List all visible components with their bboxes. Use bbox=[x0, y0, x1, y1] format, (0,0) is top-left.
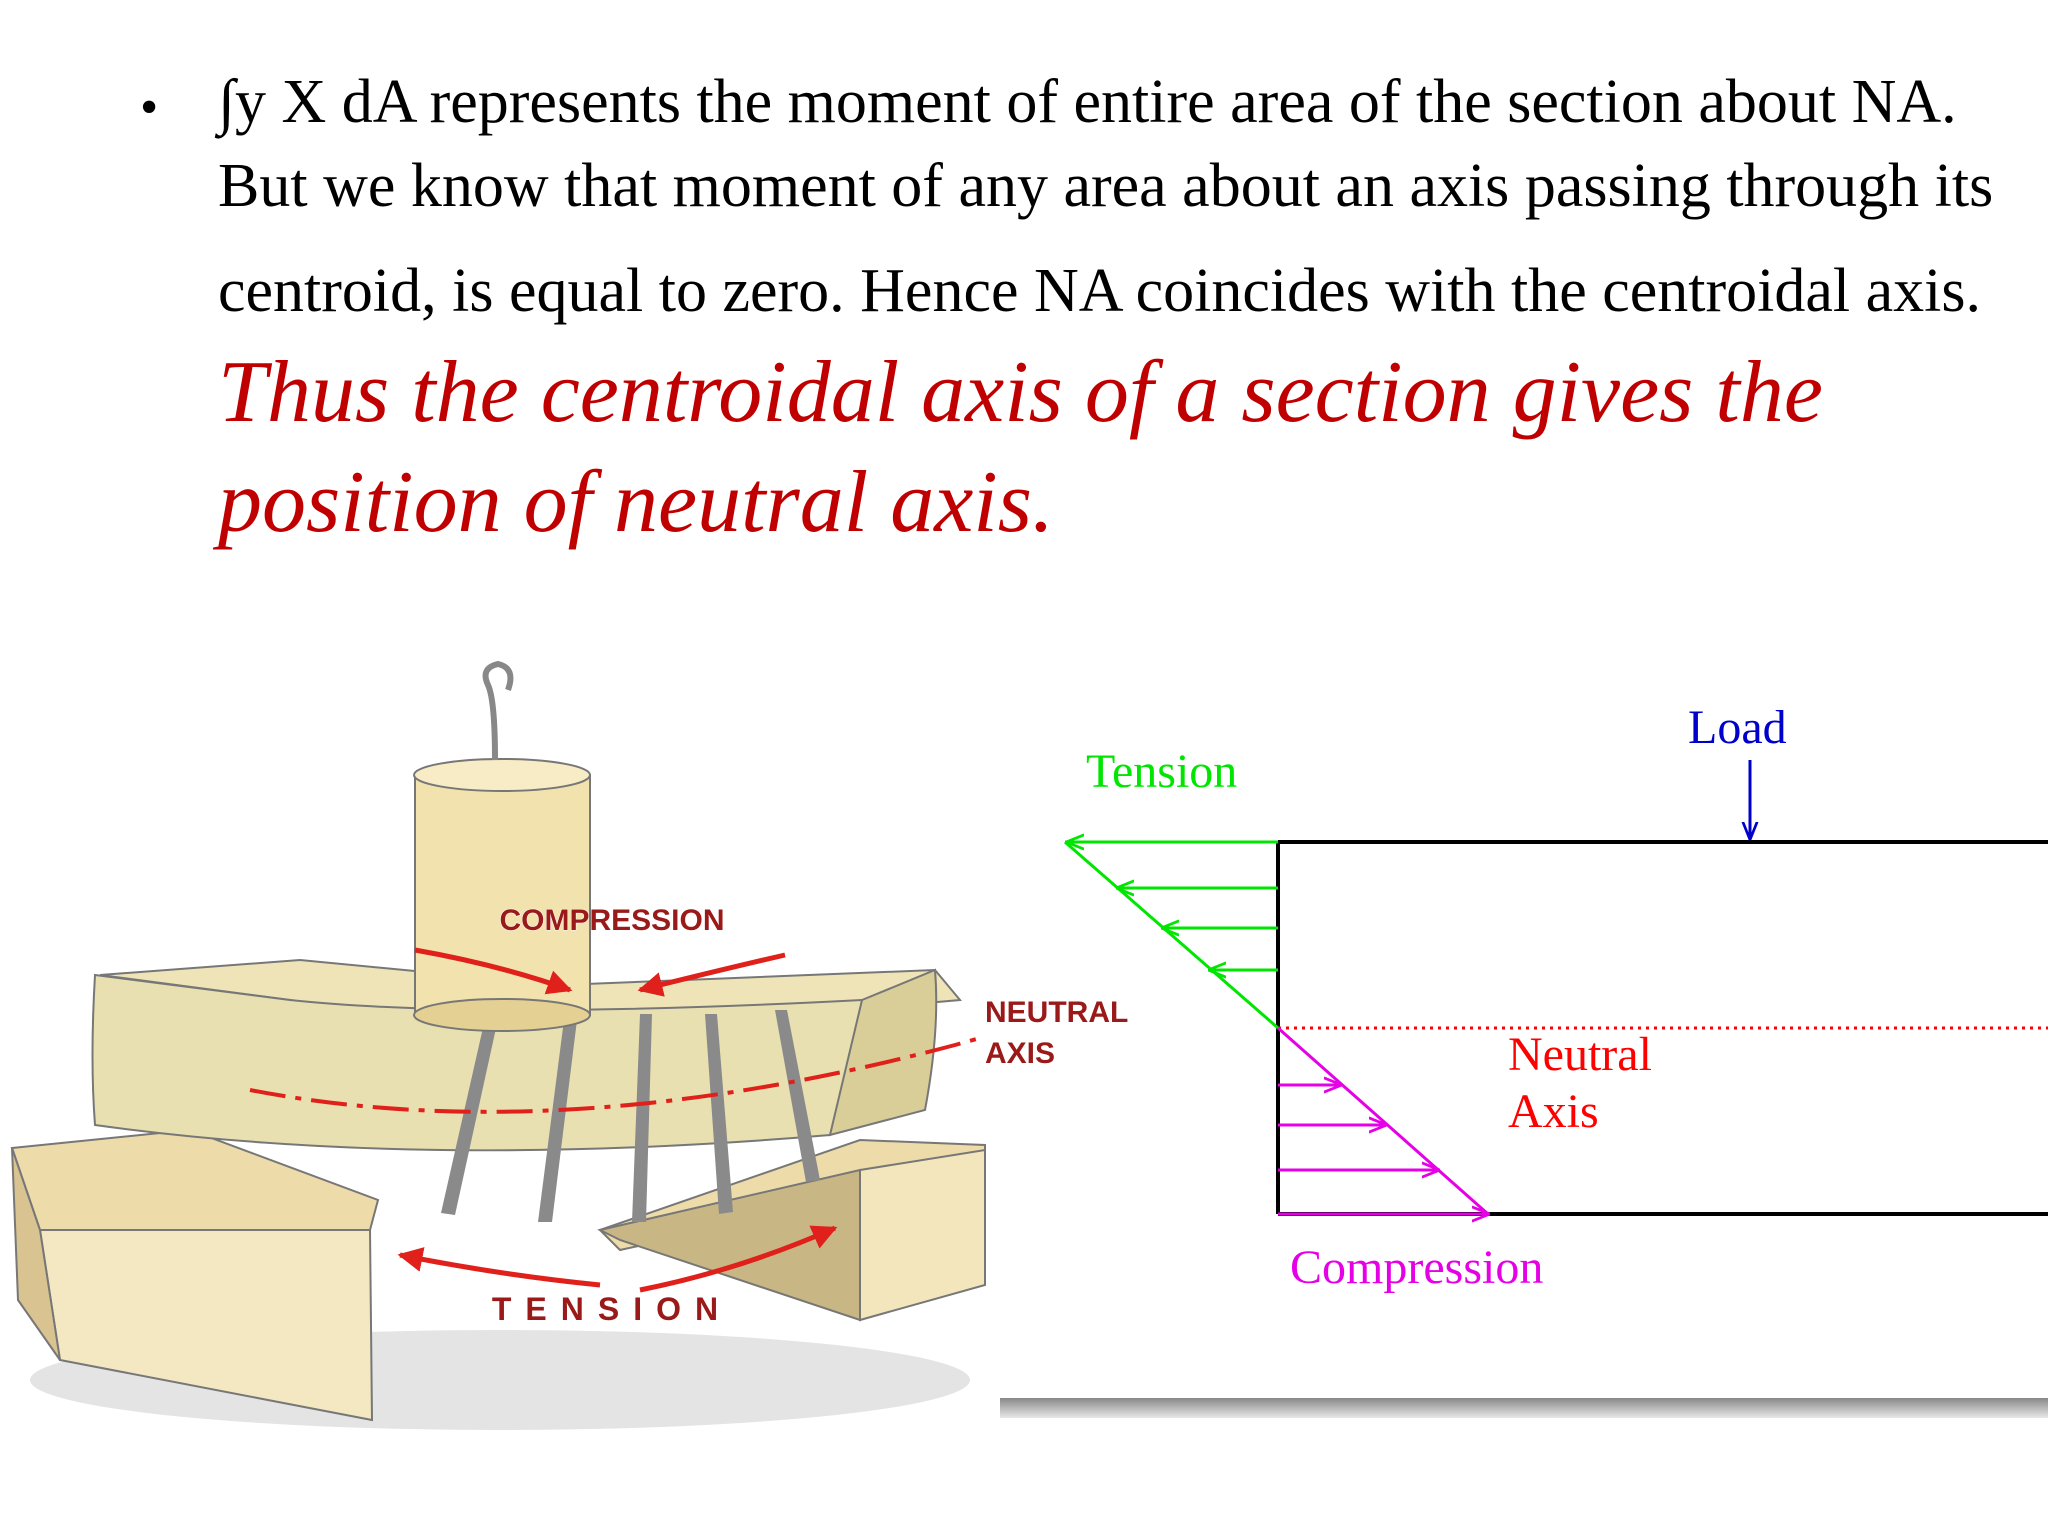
compression-label-right: Compression bbox=[1290, 1241, 1543, 1294]
paragraph-normal-text: ∫y X dA represents the moment of entire … bbox=[218, 68, 1994, 325]
cylinder-load bbox=[413, 660, 591, 1032]
neutral-axis-line bbox=[249, 1036, 981, 1114]
neutral-axis-label-right-line1: Neutral bbox=[1508, 1028, 1652, 1081]
right-figure-stress-diagram: Tension Load Neutral Axis Compression bbox=[1000, 701, 2048, 1418]
paragraph-emphasis-text: Thus the centroidal axis of a section gi… bbox=[218, 344, 1823, 551]
left-support-block bbox=[10, 1128, 380, 1422]
tension-stress-triangle bbox=[1064, 842, 1279, 1030]
tension-label-right: Tension bbox=[1086, 745, 1237, 798]
tension-label-left: TENSION bbox=[492, 1291, 732, 1327]
right-support-block bbox=[597, 1138, 986, 1322]
compression-label-left: COMPRESSION bbox=[499, 904, 724, 937]
compression-arrow-right bbox=[637, 952, 786, 997]
tension-arrow-left bbox=[397, 1247, 601, 1288]
left-figure-beam-illustration: COMPRESSION NEUTRAL AXIS TENSION bbox=[10, 660, 1128, 1430]
compression-stress-triangle bbox=[1277, 1026, 1488, 1214]
bullet-point: • bbox=[140, 79, 159, 136]
beam-end-face bbox=[828, 968, 938, 1137]
bullet-paragraph: • ∫y X dA represents the moment of entir… bbox=[140, 60, 2020, 558]
compression-arrow-left bbox=[414, 947, 573, 995]
tension-arrow-right bbox=[639, 1225, 838, 1293]
load-label: Load bbox=[1688, 701, 1787, 754]
neutral-axis-label-left-line2: AXIS bbox=[985, 1037, 1055, 1070]
paragraph-period: . bbox=[1965, 257, 1981, 325]
paragraph-text: ∫y X dA represents the moment of entire … bbox=[218, 60, 2020, 558]
neutral-axis-label-left-line1: NEUTRAL bbox=[985, 996, 1128, 1029]
figure-bottom-shadow bbox=[1000, 1398, 2048, 1418]
neutral-axis-label-right-line2: Axis bbox=[1508, 1085, 1599, 1138]
